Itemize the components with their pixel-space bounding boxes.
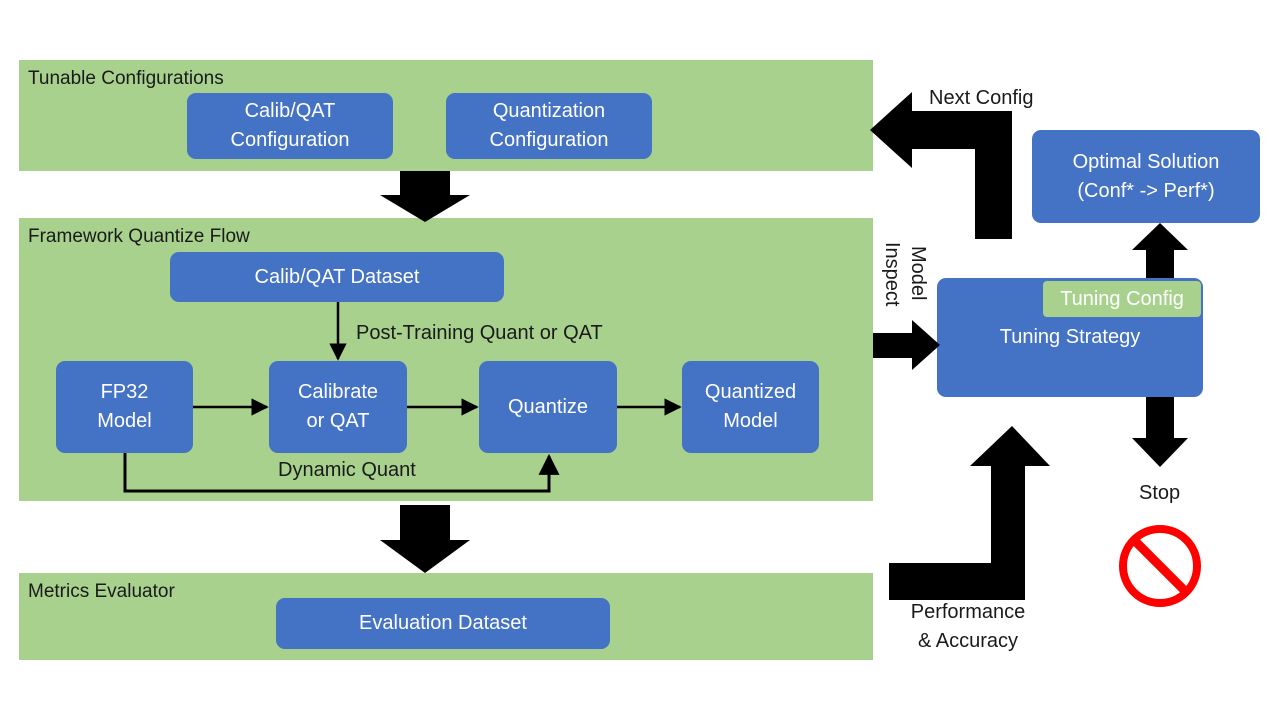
tuning-strategy-label: Tuning Strategy [999,326,1141,348]
quantized-model-box[interactable]: Quantized Model [682,361,819,453]
calibrate-or-qat-box[interactable]: Calibrate or QAT [269,361,407,453]
tunable-to-flow-arrow [380,171,470,222]
metrics-evaluator-title: Metrics Evaluator [28,581,175,602]
tuning-config-tag[interactable]: Tuning Config [1043,281,1201,317]
quantized-model-line-1: Quantized [704,381,797,403]
quantization-configuration-line-2: Configuration [489,129,609,151]
fp32-model-line-1: FP32 [100,381,149,403]
quantization-configuration-box[interactable]: Quantization Configuration [446,93,652,159]
tunable-configurations-title: Tunable Configurations [28,68,224,89]
dynamic-quant-label: Dynamic Quant [278,459,416,481]
performance-line-2: & Accuracy [917,630,1019,652]
model-inspect-label-model: Model [907,246,929,301]
calib-qat-configuration-line-2: Configuration [230,129,350,151]
performance-arrow [889,426,1050,600]
evaluation-dataset-box[interactable]: Evaluation Dataset [276,598,610,649]
optimal-solution-line-2: (Conf* -> Perf*) [1077,179,1215,202]
tuning-to-stop-arrow [1132,397,1188,467]
fp32-model-box[interactable]: FP32 Model [56,361,193,453]
framework-quantize-flow-title: Framework Quantize Flow [28,226,250,247]
fp32-model-line-2: Model [97,410,152,432]
no-entry-icon [1119,525,1201,607]
next-config-label: Next Config [929,87,1034,109]
calib-qat-dataset-box[interactable]: Calib/QAT Dataset [170,252,504,302]
next-config-arrow [870,92,1012,239]
stop-label: Stop [1139,482,1181,504]
calib-qat-configuration-line-1: Calib/QAT [244,100,336,122]
model-inspect-arrow [873,320,940,370]
flow-to-metrics-arrow [380,505,470,573]
performance-line-1: Performance [910,601,1026,623]
dynamic-quant-connector [123,453,560,493]
optimal-solution-box[interactable]: Optimal Solution (Conf* -> Perf*) [1032,130,1260,223]
calib-qat-configuration-box[interactable]: Calib/QAT Configuration [187,93,393,159]
performance-accuracy-label: Performance & Accuracy [898,598,1038,656]
model-inspect-label-inspect: Inspect [881,242,903,307]
quantize-box[interactable]: Quantize [479,361,617,453]
tuning-to-optimal-arrow [1132,223,1188,278]
quantization-configuration-line-1: Quantization [492,100,606,122]
calibrate-line-2: or QAT [306,410,370,432]
post-training-quant-label: Post-Training Quant or QAT [356,322,603,344]
calibrate-line-1: Calibrate [297,381,379,403]
optimal-solution-line-1: Optimal Solution [1072,150,1220,173]
quantized-model-line-2: Model [723,410,778,432]
